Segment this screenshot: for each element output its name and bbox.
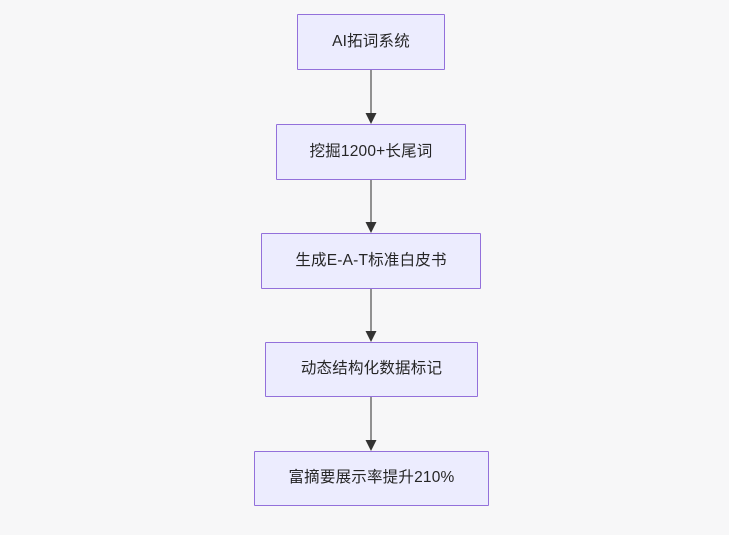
flow-node-label: 富摘要展示率提升210% — [288, 469, 455, 487]
flow-node-ai-keyword-system[interactable]: AI拓词系统 — [297, 14, 445, 70]
flow-node-label: AI拓词系统 — [332, 32, 410, 50]
edge-n4-n5 — [365, 397, 377, 451]
flow-node-mine-longtail-keywords[interactable]: 挖掘1200+长尾词 — [276, 124, 466, 180]
arrowhead-icon — [365, 440, 377, 451]
flow-node-dynamic-structured-data-markup[interactable]: 动态结构化数据标记 — [265, 342, 478, 397]
arrowhead-icon — [365, 331, 377, 342]
edge-n2-n3 — [365, 180, 377, 233]
flow-node-label: 挖掘1200+长尾词 — [309, 142, 433, 160]
arrowhead-icon — [365, 113, 377, 124]
edge-n3-n4 — [365, 289, 377, 342]
arrowhead-icon — [365, 222, 377, 233]
flow-node-rich-snippet-impression-uplift[interactable]: 富摘要展示率提升210% — [254, 451, 489, 506]
edge-n1-n2 — [365, 70, 377, 124]
flow-node-label: 生成E-A-T标准白皮书 — [295, 251, 447, 269]
flow-node-label: 动态结构化数据标记 — [300, 360, 443, 378]
flow-node-generate-eat-whitepaper[interactable]: 生成E-A-T标准白皮书 — [261, 233, 481, 289]
